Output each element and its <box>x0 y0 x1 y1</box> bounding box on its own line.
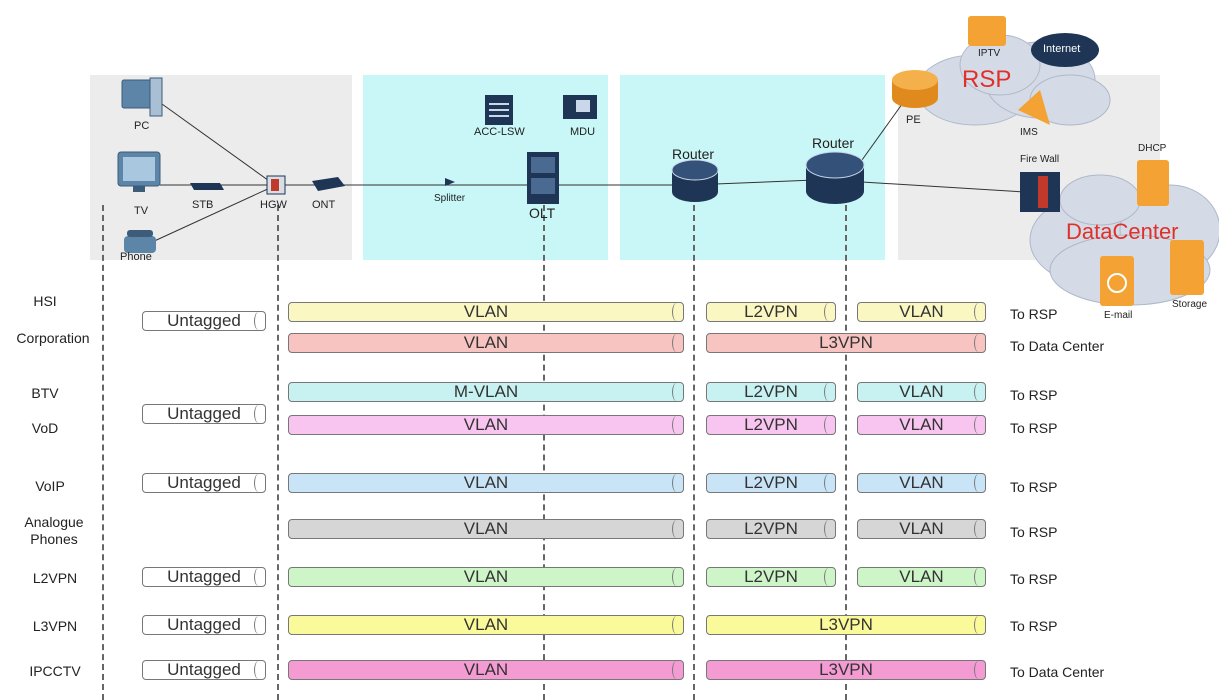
tv-icon <box>117 151 161 192</box>
service-label-corporation: Corporation <box>16 330 90 346</box>
phone-icon <box>124 230 156 253</box>
internet-cloud <box>1031 33 1099 67</box>
core-vpn-pipe: L3VPN <box>706 615 986 635</box>
divider-router-1 <box>693 205 695 700</box>
service-label-vod: VoD <box>31 420 59 436</box>
dhcp-label: DHCP <box>1138 143 1167 154</box>
service-label-hsi: HSI <box>33 293 57 309</box>
dhcp-icon <box>1137 160 1169 206</box>
router-icon-2 <box>805 151 865 204</box>
acc-lsw-icon <box>485 95 513 125</box>
core-vpn-pipe: L2VPN <box>706 382 836 402</box>
core-vpn-pipe: L2VPN <box>706 567 836 587</box>
destination-label: To RSP <box>1010 306 1058 322</box>
access-vlan-pipe: VLAN <box>288 473 684 493</box>
divider-hgw <box>277 205 279 700</box>
olt-label: OLT <box>529 205 556 221</box>
untagged-pipe: Untagged <box>142 473 266 493</box>
router-icon-1 <box>671 159 719 202</box>
datacenter-cloud-label: DataCenter <box>1066 219 1179 244</box>
untagged-pipe: Untagged <box>142 404 266 424</box>
ims-icon <box>1018 90 1050 125</box>
core-vpn-pipe: L2VPN <box>706 415 836 435</box>
firewall-label: Fire Wall <box>1020 154 1060 165</box>
core-vpn-pipe: L3VPN <box>706 333 986 353</box>
acc-lsw-label: ACC-LSW <box>474 126 525 138</box>
destination-label: To RSP <box>1010 420 1058 436</box>
email-icon <box>1100 256 1134 306</box>
hgw-label: HGW <box>260 199 287 211</box>
service-label-analogue-phones: Analogue Phones <box>24 514 84 547</box>
destination-label: To RSP <box>1010 571 1058 587</box>
divider-router-2 <box>845 205 847 700</box>
edge-vlan-pipe: VLAN <box>857 473 986 493</box>
destination-label: To RSP <box>1010 479 1058 495</box>
iptv-label: IPTV <box>978 48 1001 59</box>
access-vlan-pipe: VLAN <box>288 415 684 435</box>
destination-label: To RSP <box>1010 618 1058 634</box>
access-vlan-pipe: VLAN <box>288 615 684 635</box>
internet-label: Internet <box>1043 43 1081 55</box>
edge-vlan-pipe: VLAN <box>857 415 986 435</box>
service-label-voip: VoIP <box>35 478 65 494</box>
ont-icon <box>312 177 345 191</box>
stb-label: STB <box>192 199 214 211</box>
storage-label: Storage <box>1172 299 1208 310</box>
service-label-ipcctv: IPCCTV <box>29 663 81 679</box>
untagged-pipe: Untagged <box>142 615 266 635</box>
storage-icon <box>1170 240 1204 295</box>
rsp-cloud-label: RSP <box>962 66 1012 93</box>
phone-label: Phone <box>120 251 152 263</box>
access-vlan-pipe: VLAN <box>288 333 684 353</box>
access-vlan-pipe: VLAN <box>288 567 684 587</box>
destination-label: To Data Center <box>1010 664 1105 680</box>
core-vpn-pipe: L2VPN <box>706 519 836 539</box>
core-vpn-pipe: L2VPN <box>706 473 836 493</box>
edge-vlan-pipe: VLAN <box>857 382 986 402</box>
untagged-pipe: Untagged <box>142 660 266 680</box>
tv-label: TV <box>134 205 149 217</box>
destination-label: To RSP <box>1010 387 1058 403</box>
access-vlan-pipe: VLAN <box>288 660 684 680</box>
edge-vlan-pipe: VLAN <box>857 567 986 587</box>
destination-label: To RSP <box>1010 524 1058 540</box>
mdu-icon <box>563 95 597 119</box>
access-vlan-pipe: VLAN <box>288 302 684 322</box>
divider-olt <box>543 205 545 700</box>
rsp-cloud <box>916 34 1111 126</box>
router-label-1: Router <box>672 146 715 162</box>
ont-label: ONT <box>312 199 336 211</box>
splitter-label: Splitter <box>434 193 466 204</box>
destination-label: To Data Center <box>1010 338 1105 354</box>
service-label-l3vpn: L3VPN <box>32 618 78 634</box>
pe-label: PE <box>906 114 921 126</box>
splitter-icon <box>445 178 455 186</box>
untagged-pipe: Untagged <box>142 311 266 331</box>
olt-icon <box>527 152 559 204</box>
stb-icon <box>190 183 224 190</box>
edge-vlan-pipe: VLAN <box>857 302 986 322</box>
access-vlan-pipe: M-VLAN <box>288 382 684 402</box>
mdu-label: MDU <box>570 126 596 138</box>
hgw-icon <box>266 175 286 195</box>
core-vpn-pipe: L2VPN <box>706 302 836 322</box>
service-label-btv: BTV <box>31 385 59 401</box>
access-vlan-pipe: VLAN <box>288 519 684 539</box>
iptv-icon <box>968 16 1006 46</box>
pc-label: PC <box>134 120 150 132</box>
untagged-pipe: Untagged <box>142 567 266 587</box>
router-label-2: Router <box>812 135 855 151</box>
ims-label: IMS <box>1020 127 1038 138</box>
divider-user-side <box>102 205 104 700</box>
core-vpn-pipe: L3VPN <box>706 660 986 680</box>
firewall-icon <box>1020 172 1060 212</box>
pe-icon <box>892 70 938 108</box>
pc-icon <box>121 77 163 117</box>
edge-vlan-pipe: VLAN <box>857 519 986 539</box>
email-label: E-mail <box>1104 310 1133 321</box>
service-label-l2vpn: L2VPN <box>32 570 78 586</box>
